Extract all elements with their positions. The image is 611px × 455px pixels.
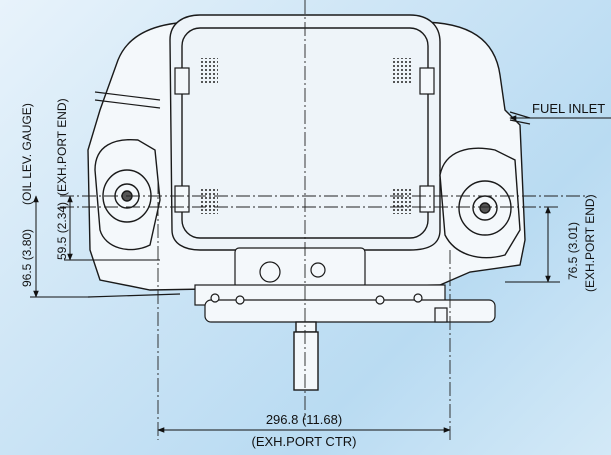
dimension-76-5-label: 76.5 (3.01) (566, 222, 580, 280)
dimension-59-5-label: 59.5 (2.34) (55, 202, 69, 260)
oil-gauge-label: (OIL LEV. GAUGE) (20, 103, 34, 205)
exh-port-ctr-label: (EXH.PORT CTR) (252, 434, 357, 449)
left-exhaust-port (94, 138, 161, 251)
fuel-inlet-label: FUEL INLET (532, 101, 605, 116)
crankshaft (293, 321, 319, 391)
right-exhaust-port (439, 147, 521, 259)
dimension-96-5-label: 96.5 (3.80) (20, 229, 34, 287)
dimension-296-8-label: 296.8 (11.68) (266, 412, 342, 427)
exh-port-end-right-label: (EXH.PORT END) (583, 194, 597, 292)
center-lines (60, 0, 590, 440)
carburetor-assembly (194, 247, 496, 323)
side-brackets (174, 67, 435, 213)
vent-grilles (200, 58, 411, 214)
fuel-inlet-pipe (87, 91, 531, 298)
exh-port-end-left-label: (EXH.PORT END) (55, 98, 69, 196)
engine-body (87, 14, 526, 291)
dimension-lines (30, 115, 611, 433)
